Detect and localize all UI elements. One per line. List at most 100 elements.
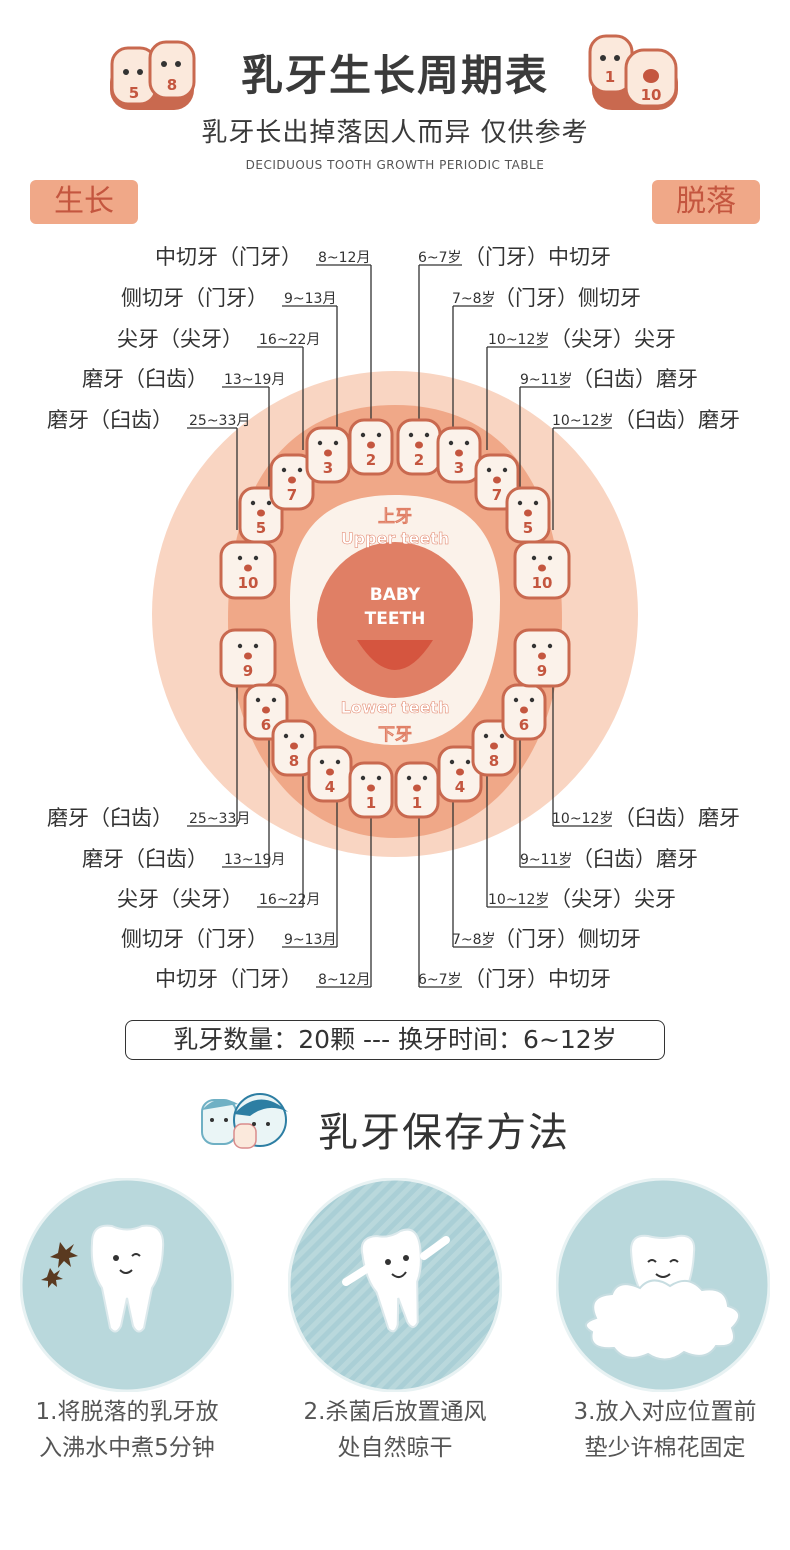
step-3-line-1: 3.放入对应位置前 bbox=[573, 1399, 757, 1425]
step-2-line-2: 处自然晾干 bbox=[337, 1435, 453, 1461]
step-2-illustration bbox=[288, 1178, 502, 1392]
mascot-left-number-b: 8 bbox=[167, 76, 177, 94]
leader-lines bbox=[187, 264, 612, 988]
fall-tag: 脱落 bbox=[652, 180, 760, 224]
lower-grow-age: 25~33月 bbox=[189, 811, 251, 827]
upper-tooth: 2 bbox=[348, 418, 394, 476]
lower-tooth: 8 bbox=[471, 719, 517, 777]
upper-grow-name: 中切牙（门牙） bbox=[155, 245, 302, 269]
tongue-area bbox=[317, 542, 473, 698]
upper-grow-name: 尖牙（尖牙） bbox=[117, 327, 243, 351]
lower-fall-age: 6~7岁 bbox=[418, 972, 462, 988]
upper-fall-name: （门牙）中切牙 bbox=[464, 245, 611, 269]
lower-grow-age: 8~12月 bbox=[318, 972, 371, 988]
tooth-number: 6 bbox=[519, 716, 529, 734]
upper-grow-age: 8~12月 bbox=[318, 250, 371, 266]
lower-tooth: 9 bbox=[219, 628, 277, 688]
tooth-number: 3 bbox=[323, 459, 333, 477]
upper-label-en: Upper teeth bbox=[341, 529, 450, 548]
tooth-number: 8 bbox=[289, 752, 299, 770]
mascot-left-icon: 5 8 bbox=[110, 40, 196, 110]
center-label-2: TEETH bbox=[365, 609, 426, 629]
step-3-line-2: 垫少许棉花固定 bbox=[584, 1435, 746, 1461]
mascot-right-number-a: 1 bbox=[605, 68, 615, 86]
upper-tooth: 3 bbox=[436, 426, 482, 484]
step-1-line-1: 1.将脱落的乳牙放 bbox=[35, 1399, 219, 1425]
upper-tooth: 5 bbox=[505, 486, 551, 544]
upper-grow-name: 磨牙（臼齿） bbox=[47, 408, 173, 432]
upper-grow-age: 25~33月 bbox=[189, 413, 251, 429]
tooth-number: 10 bbox=[532, 574, 553, 592]
step-1-line-2: 入沸水中煮5分钟 bbox=[39, 1435, 215, 1461]
step-2-line-1: 2.杀菌后放置通风 bbox=[303, 1399, 487, 1425]
upper-fall-age: 6~7岁 bbox=[418, 250, 462, 266]
lower-grow-age: 9~13月 bbox=[284, 932, 337, 948]
tooth-number: 1 bbox=[412, 794, 422, 812]
lower-fall-name: （尖牙）尖牙 bbox=[550, 887, 676, 911]
upper-tooth: 3 bbox=[305, 426, 351, 484]
lower-tooth: 9 bbox=[513, 628, 571, 688]
tooth-number: 8 bbox=[489, 752, 499, 770]
lower-fall-age: 7~8岁 bbox=[452, 932, 496, 948]
family-teeth-icon bbox=[201, 1093, 288, 1149]
tooth-number: 4 bbox=[325, 778, 335, 796]
lower-label-cn: 下牙 bbox=[378, 725, 412, 745]
upper-fall-age: 9~11岁 bbox=[520, 372, 573, 388]
care-section-title: 乳牙保存方法 bbox=[318, 1110, 570, 1156]
upper-tooth: 7 bbox=[269, 453, 315, 511]
tooth-diagram: 上牙 Upper teeth BABY TEETH Lower teeth 下牙… bbox=[152, 264, 638, 988]
english-title: DECIDUOUS TOOTH GROWTH PERIODIC TABLE bbox=[245, 158, 545, 172]
lower-fall-name: （门牙）中切牙 bbox=[464, 967, 611, 991]
lower-fall-age: 10~12岁 bbox=[552, 811, 614, 827]
mascot-left-number-a: 5 bbox=[129, 84, 139, 102]
upper-grow-name: 磨牙（臼齿） bbox=[82, 367, 208, 391]
lower-grow-name: 磨牙（臼齿） bbox=[82, 847, 208, 871]
tooth-number: 9 bbox=[243, 662, 253, 680]
lower-tooth: 6 bbox=[501, 683, 547, 741]
grow-tag: 生长 bbox=[30, 180, 138, 224]
summary-box: 乳牙数量：20颗 --- 换牙时间：6~12岁 bbox=[125, 1020, 665, 1060]
upper-grow-name: 侧切牙（门牙） bbox=[121, 286, 268, 310]
tongue bbox=[357, 640, 433, 670]
upper-fall-name: （尖牙）尖牙 bbox=[550, 327, 676, 351]
upper-grow-age: 13~19月 bbox=[224, 372, 286, 388]
lower-tooth: 1 bbox=[394, 761, 440, 819]
center-label-1: BABY bbox=[370, 585, 421, 605]
upper-fall-age: 10~12岁 bbox=[552, 413, 614, 429]
lower-fall-age: 9~11岁 bbox=[520, 852, 573, 868]
tooth-number: 4 bbox=[455, 778, 465, 796]
lower-grow-name: 尖牙（尖牙） bbox=[117, 887, 243, 911]
upper-fall-age: 7~8岁 bbox=[452, 291, 496, 307]
step-3-illustration bbox=[556, 1178, 770, 1392]
tooth-number: 7 bbox=[287, 486, 297, 504]
lower-tooth: 1 bbox=[348, 761, 394, 819]
upper-fall-name: （臼齿）磨牙 bbox=[572, 367, 698, 391]
lower-fall-name: （臼齿）磨牙 bbox=[614, 806, 740, 830]
step-1-caption: 1.将脱落的乳牙放 入沸水中煮5分钟 bbox=[2, 1394, 252, 1466]
page-title: 乳牙生长周期表 bbox=[240, 51, 549, 100]
mascot-right-number-b: 10 bbox=[641, 86, 662, 104]
lower-grow-age: 13~19月 bbox=[224, 852, 286, 868]
upper-grow-age: 9~13月 bbox=[284, 291, 337, 307]
upper-tooth: 2 bbox=[396, 418, 442, 476]
lower-fall-name: （门牙）侧切牙 bbox=[494, 927, 641, 951]
upper-fall-age: 10~12岁 bbox=[488, 332, 550, 348]
tooth-number: 5 bbox=[256, 519, 266, 537]
cotton-icon bbox=[585, 1279, 740, 1361]
tooth-number: 1 bbox=[366, 794, 376, 812]
lower-grow-age: 16~22月 bbox=[259, 892, 321, 908]
step-3-caption: 3.放入对应位置前 垫少许棉花固定 bbox=[540, 1394, 790, 1466]
tooth-number: 9 bbox=[537, 662, 547, 680]
tooth-number: 3 bbox=[454, 459, 464, 477]
tooth-number: 7 bbox=[492, 486, 502, 504]
upper-tooth: 10 bbox=[513, 540, 571, 600]
tooth-number: 10 bbox=[238, 574, 259, 592]
lower-grow-name: 侧切牙（门牙） bbox=[121, 927, 268, 951]
lower-tooth: 4 bbox=[307, 745, 353, 803]
lower-label-en: Lower teeth bbox=[341, 698, 450, 717]
mascot-right-icon: 1 10 bbox=[588, 34, 678, 110]
step-1-illustration bbox=[20, 1178, 234, 1392]
tooth-number: 2 bbox=[366, 451, 376, 469]
upper-label-cn: 上牙 bbox=[378, 507, 412, 527]
upper-fall-name: （臼齿）磨牙 bbox=[614, 408, 740, 432]
